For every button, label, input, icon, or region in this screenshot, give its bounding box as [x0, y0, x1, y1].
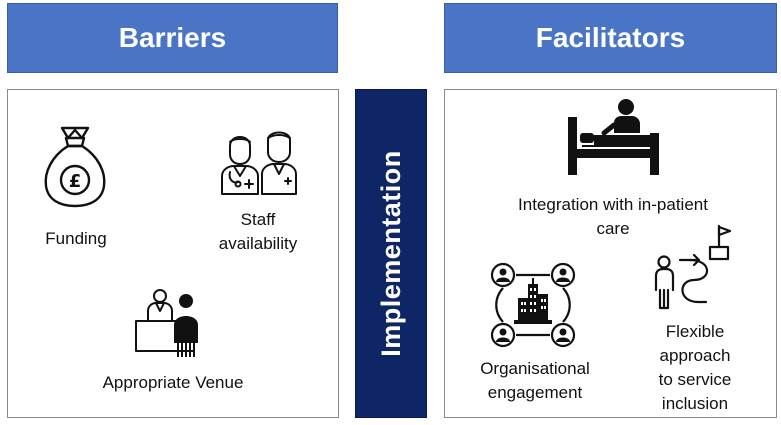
barriers-header-label: Barriers: [118, 22, 227, 53]
flex-label-line3: to service: [658, 370, 732, 389]
implementation-label: Implementation: [375, 150, 406, 357]
hospital-bed-icon: [568, 97, 660, 177]
barriers-panel: £ Funding: [7, 89, 339, 418]
implementation-bar: Implementation: [355, 89, 427, 418]
org-label-line1: Organisational: [480, 359, 590, 378]
facilitators-header-label: Facilitators: [535, 22, 686, 53]
barriers-header: Barriers: [7, 3, 338, 73]
staff-label-line2: availability: [218, 234, 298, 253]
facilitators-header: Facilitators: [444, 3, 777, 73]
flex-label-line4: inclusion: [661, 394, 729, 413]
integration-label-line1: Integration with in-patient: [518, 195, 708, 214]
reception-desk-icon: [134, 287, 212, 359]
facilitators-panel: Integration with in-patient care: [444, 89, 777, 418]
funding-label: Funding: [45, 229, 107, 248]
flex-label-line2: approach: [659, 346, 731, 365]
money-bag-pound-icon: £: [40, 120, 110, 210]
venue-label: Appropriate Venue: [102, 373, 244, 392]
doctor-nurse-icon: [218, 128, 300, 196]
path-to-goal-icon: [650, 224, 740, 310]
organisation-network-icon: [490, 262, 576, 348]
flex-label-line1: Flexible: [665, 322, 725, 341]
org-label-line2: engagement: [487, 383, 583, 402]
svg-text:£: £: [69, 171, 82, 192]
integration-label-line2: care: [596, 219, 630, 238]
staff-label-line1: Staff: [240, 210, 276, 229]
